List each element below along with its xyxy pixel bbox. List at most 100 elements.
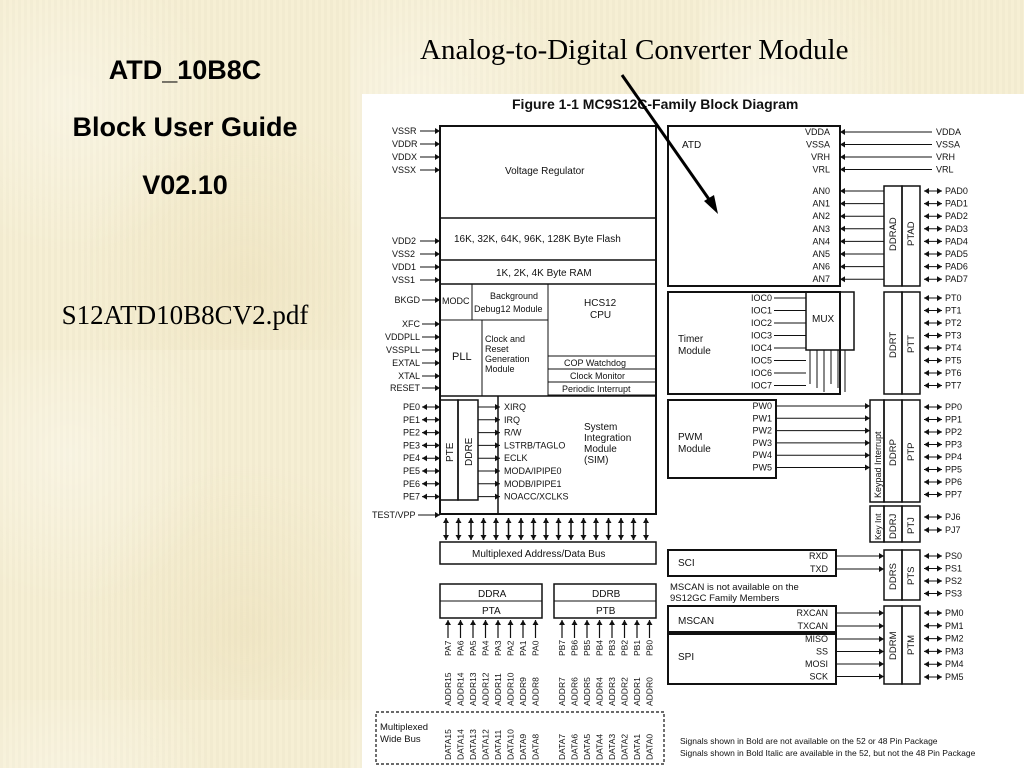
data-pin-label: DATA15 bbox=[443, 729, 453, 760]
sim-signal-label: R/W bbox=[504, 428, 522, 438]
sim-signal-list: XIRQIRQR/WLSTRB/TAGLOECLKMODA/IPIPE0MODB… bbox=[478, 402, 569, 502]
timer-label-2: Module bbox=[678, 346, 711, 357]
atd-an-signal: AN7 bbox=[812, 274, 830, 284]
voltage-regulator-label: Voltage Regulator bbox=[505, 166, 585, 177]
data-pin-label: DATA14 bbox=[456, 729, 466, 760]
pp-pin-label: PP0 bbox=[945, 402, 962, 412]
data-pin-label: DATA3 bbox=[607, 734, 617, 760]
sim-signal-label: ECLK bbox=[504, 453, 528, 463]
pw-signal: PW2 bbox=[752, 426, 772, 436]
ptb-label: PTB bbox=[596, 606, 616, 617]
addr-pin-label: ADDR9 bbox=[518, 677, 528, 706]
pb-pin-label: PB7 bbox=[557, 640, 567, 656]
port-p-ddr: DDRP bbox=[888, 439, 899, 466]
addr-pin-label: ADDR13 bbox=[468, 672, 478, 706]
left-pin-label: VDDR bbox=[392, 139, 418, 149]
left-pin-label: VSS2 bbox=[392, 249, 415, 259]
title-block-user-guide: Block User Guide bbox=[72, 112, 298, 142]
ioc-signal: IOC0 bbox=[751, 293, 772, 303]
port-ab-pin-labels: PA7ADDR15PA6ADDR14PA5ADDR13PA4ADDR12PA3A… bbox=[443, 620, 655, 706]
left-pin-label: PE7 bbox=[403, 492, 420, 502]
multiplexed-bus-label: Multiplexed Address/Data Bus bbox=[472, 549, 605, 560]
pp-pin-label: PP2 bbox=[945, 427, 962, 437]
addr-pin-label: ADDR15 bbox=[443, 672, 453, 706]
left-pin-label: PE1 bbox=[403, 415, 420, 425]
pb-pin-label: PB1 bbox=[632, 640, 642, 656]
pt-pin-label: PT3 bbox=[945, 331, 962, 341]
ioc-signal: IOC5 bbox=[751, 356, 772, 366]
cpu-label-2: CPU bbox=[590, 310, 611, 321]
sim-signal-label: MODA/IPIPE0 bbox=[504, 466, 562, 476]
ddre-label: DDRE bbox=[464, 437, 475, 466]
pad-pin-label: PAD6 bbox=[945, 262, 968, 272]
bdm-label-1: Background bbox=[490, 291, 538, 301]
port-t-pt: PTT bbox=[906, 335, 917, 353]
atd-ref-signal: VRL bbox=[812, 165, 830, 175]
sci-module-box bbox=[667, 549, 837, 577]
timer-label-1: Timer bbox=[678, 334, 704, 345]
ioc-signal: IOC3 bbox=[751, 331, 772, 341]
addr-pin-label: ADDR1 bbox=[632, 677, 642, 706]
addr-pin-label: ADDR6 bbox=[570, 677, 580, 706]
left-pin-label: VDD2 bbox=[392, 236, 416, 246]
pp-pin-label: PP7 bbox=[945, 490, 962, 500]
port-j-pt: PTJ bbox=[906, 517, 917, 534]
data-pin-label: DATA0 bbox=[645, 734, 655, 760]
atd-ref-signal: VRH bbox=[811, 152, 830, 162]
pad-pin-label: PAD5 bbox=[945, 249, 968, 259]
spi-signal: SCK bbox=[809, 672, 828, 682]
data-pin-label: DATA10 bbox=[506, 729, 516, 760]
atd-ref-signal: VDDA bbox=[805, 127, 830, 137]
pb-pin-label: PB0 bbox=[645, 640, 655, 656]
pw-signal: PW1 bbox=[752, 413, 772, 423]
port-m-ddr: DDRM bbox=[888, 631, 899, 660]
flash-label: 16K, 32K, 64K, 96K, 128K Byte Flash bbox=[454, 234, 621, 245]
atd-an-signal: AN3 bbox=[812, 224, 830, 234]
pp-pin-label: PP6 bbox=[945, 477, 962, 487]
port-s-pt: PTS bbox=[906, 567, 917, 585]
ioc-signal: IOC2 bbox=[751, 318, 772, 328]
pb-pin-label: PB5 bbox=[582, 640, 592, 656]
spi-module-box bbox=[667, 633, 837, 685]
ps-pin-label: PS2 bbox=[945, 576, 962, 586]
left-pin-label: VDDX bbox=[392, 152, 417, 162]
mscan-note-1: MSCAN is not available on the bbox=[670, 582, 799, 593]
left-pin-label: VDDPLL bbox=[385, 332, 420, 342]
right-pin-labels: PAD0PAD1PAD2PAD3PAD4PAD5PAD6PAD7PT0PT1PT… bbox=[924, 186, 968, 682]
atd-label: ATD bbox=[682, 140, 701, 151]
pp-pin-label: PP3 bbox=[945, 440, 962, 450]
spi-signal: MOSI bbox=[805, 659, 828, 669]
left-pin-label: VSSX bbox=[392, 165, 416, 175]
atd-module-box bbox=[667, 125, 841, 287]
sim-signal-label: LSTRB/TAGLO bbox=[504, 440, 565, 450]
addr-pin-label: ADDR7 bbox=[557, 677, 567, 706]
atd-ref-pin: VRH bbox=[936, 152, 955, 162]
sim-signal-label: IRQ bbox=[504, 415, 520, 425]
pa-pin-label: PA6 bbox=[456, 640, 466, 656]
pw-signal: PW4 bbox=[752, 450, 772, 460]
left-pin-label: VDD1 bbox=[392, 262, 416, 272]
sci-label: SCI bbox=[678, 558, 695, 569]
port-m-pt: PTM bbox=[906, 635, 917, 655]
pa-pin-label: PA7 bbox=[443, 640, 453, 656]
pw-signal: PW3 bbox=[752, 438, 772, 448]
wide-bus-label-1: Multiplexed bbox=[380, 722, 428, 733]
addr-pin-label: ADDR12 bbox=[481, 672, 491, 706]
pt-pin-label: PT5 bbox=[945, 356, 962, 366]
pb-pin-label: PB6 bbox=[570, 640, 580, 656]
pw-signal: PW0 bbox=[752, 401, 772, 411]
pt-pin-label: PT1 bbox=[945, 306, 962, 316]
mscan-note-2: 9S12GC Family Members bbox=[670, 593, 780, 604]
ioc-signal: IOC7 bbox=[751, 381, 772, 391]
pp-pin-label: PP5 bbox=[945, 465, 962, 475]
cpu-label-1: HCS12 bbox=[584, 298, 617, 309]
left-pin-label: PE4 bbox=[403, 453, 420, 463]
pm-pin-label: PM3 bbox=[945, 646, 964, 656]
mscan-signal: RXCAN bbox=[796, 608, 828, 618]
data-pin-label: DATA13 bbox=[468, 729, 478, 760]
pad-pin-label: PAD1 bbox=[945, 199, 968, 209]
sci-signal: RXD bbox=[809, 551, 829, 561]
wide-bus-label-2: Wide Bus bbox=[380, 734, 421, 745]
